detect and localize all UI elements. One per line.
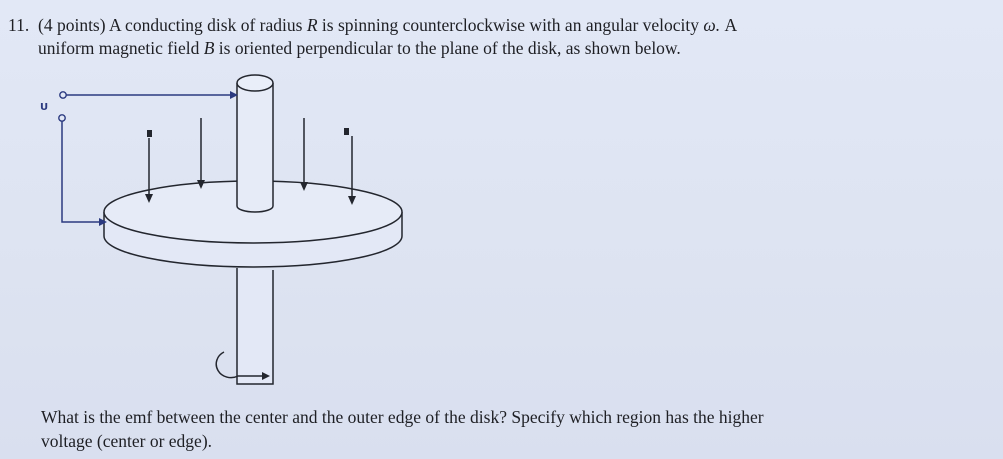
field-tail-4: [344, 128, 349, 135]
question-text-2b: is oriented perpendicular to the plane o…: [218, 38, 681, 58]
question-points: (4 points): [38, 15, 106, 35]
prompt-line-1: What is the emf between the center and t…: [41, 407, 764, 427]
edge-wire: [61, 121, 103, 223]
question-text-2a: uniform magnetic field: [38, 38, 200, 58]
field-arrowhead-3: [300, 182, 308, 191]
terminal-bottom: [58, 114, 66, 122]
field-tail-1: [147, 130, 152, 137]
question-text-1c: A: [724, 15, 738, 35]
field-arrowhead-1: [145, 194, 153, 203]
terminal-label: U: [40, 102, 48, 113]
question-line-1: 11. (4 points) A conducting disk of radiu…: [8, 14, 737, 36]
question-line-2: uniform magnetic field B is oriented per…: [38, 37, 681, 59]
upper-axle: [236, 83, 274, 213]
question-text-1b: is spinning counterclockwise with an ang…: [321, 15, 700, 35]
axle-contact: [230, 91, 238, 99]
omega-symbol: ω.: [703, 15, 721, 35]
lower-axle: [236, 268, 274, 385]
axle-top-end: [236, 74, 274, 92]
prompt-line-2: voltage (center or edge).: [41, 431, 213, 451]
field-arrowhead-2: [197, 180, 205, 189]
edge-contact: [99, 218, 107, 226]
field-symbol: B: [203, 38, 215, 58]
field-arrowhead-4: [348, 196, 356, 205]
question-text-1a: A conducting disk of radius: [109, 15, 303, 35]
radius-symbol: R: [306, 15, 318, 35]
rotation-arrow: [215, 351, 262, 379]
rotation-arrowhead: [262, 372, 270, 380]
question-number: 11.: [8, 15, 30, 35]
terminal-top: [59, 91, 67, 99]
